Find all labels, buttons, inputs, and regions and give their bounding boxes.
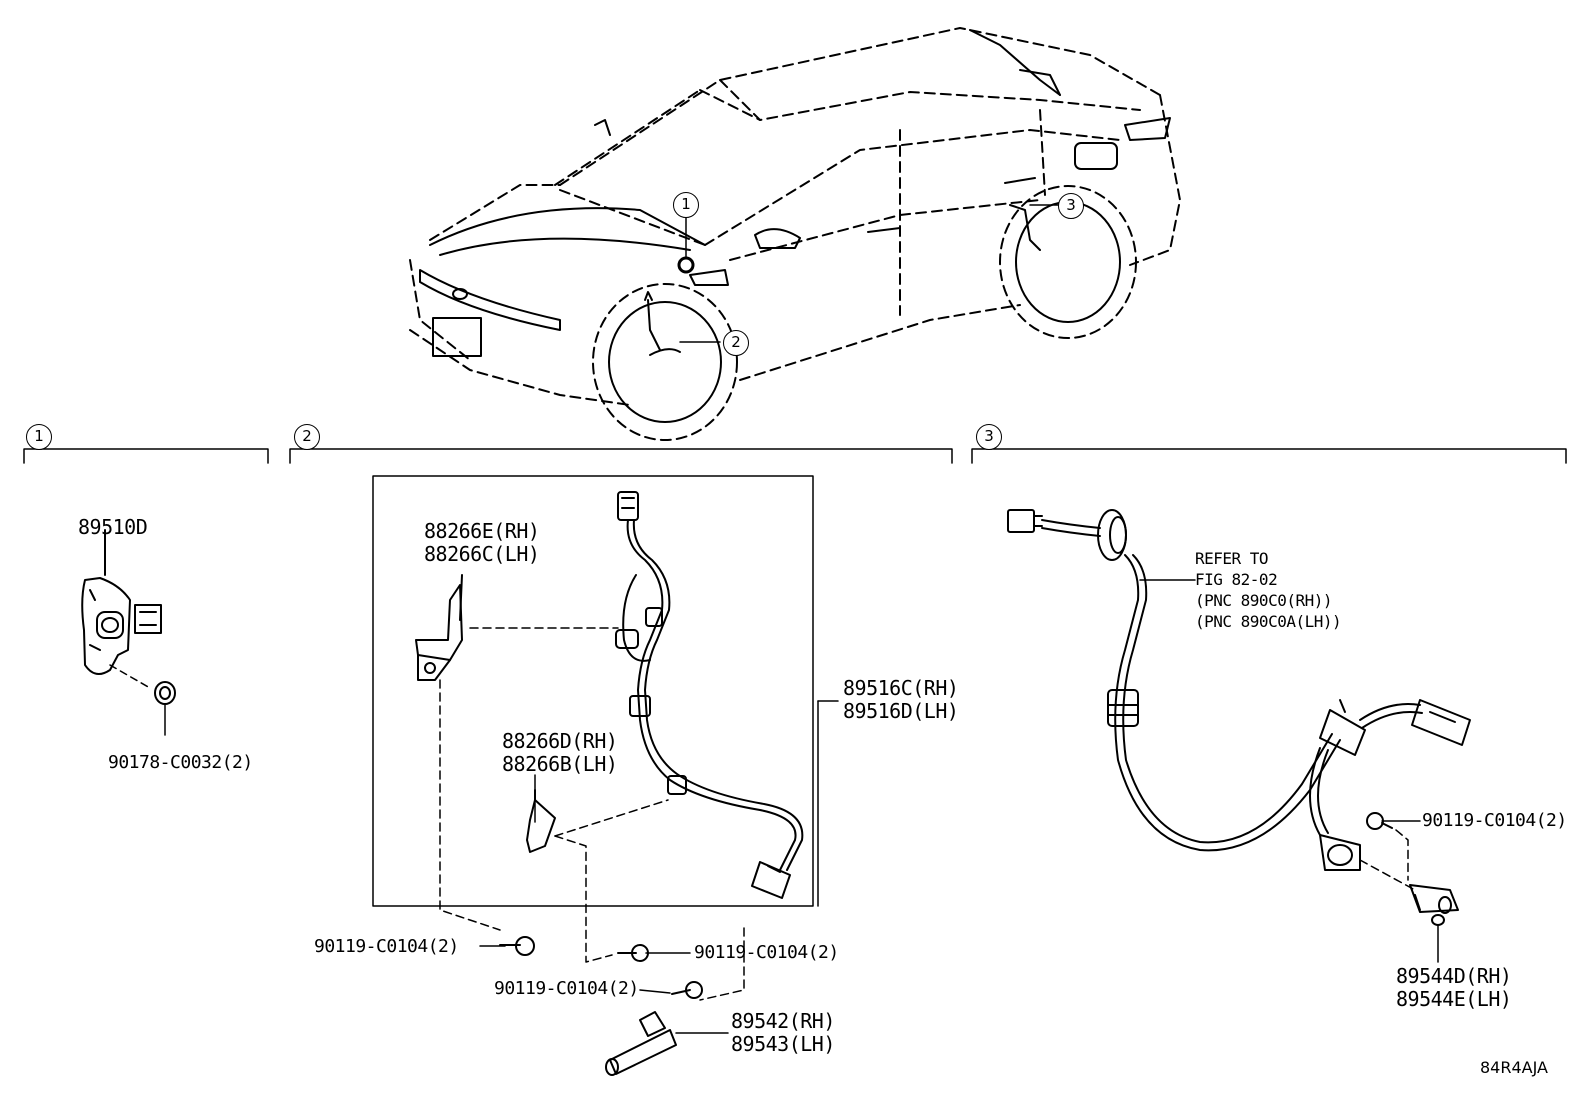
- part-88266d-rh: 88266D(RH): [502, 729, 618, 753]
- part-89544d-rh: 89544D(RH): [1396, 964, 1512, 988]
- part-89542-rh: 89542(RH): [731, 1009, 835, 1033]
- part-89510d: 89510D: [78, 515, 148, 539]
- part-89516c-rh: 89516C(RH): [843, 676, 959, 700]
- callout-2: 2: [723, 330, 749, 356]
- refer-line-4: (PNC 890C0A(LH)): [1195, 612, 1342, 631]
- car-details: [419, 29, 1171, 357]
- part-89544e-lh: 89544E(LH): [1396, 987, 1512, 1011]
- part-90119-c0104-c: 90119-C0104(2): [494, 978, 639, 999]
- part-88266b-lh: 88266B(LH): [502, 752, 618, 776]
- refer-line-2: FIG 82-02: [1195, 570, 1278, 589]
- callout-1: 1: [673, 192, 699, 218]
- section-brackets: [23, 448, 1567, 464]
- sensor-89510d-drawing: [81, 529, 176, 736]
- callout-3: 3: [1058, 193, 1084, 219]
- rear-wheel: [999, 185, 1137, 339]
- section3-solid-leaders: [1139, 579, 1439, 963]
- car-outline: [409, 27, 1181, 406]
- section-3-number: 3: [976, 424, 1002, 450]
- part-90119-c0104-d: 90119-C0104(2): [1422, 810, 1567, 831]
- section-1-number: 1: [26, 424, 52, 450]
- section2-dashed-leaders: [439, 627, 745, 1001]
- section-2-number: 2: [294, 424, 320, 450]
- part-88266c-lh: 88266C(LH): [424, 542, 540, 566]
- part-89543-lh: 89543(LH): [731, 1032, 835, 1056]
- part-89516d-lh: 89516D(LH): [843, 699, 959, 723]
- front-wheel: [592, 283, 738, 441]
- figure-code: 84R4AJA: [1480, 1058, 1548, 1077]
- part-90119-c0104-b: 90119-C0104(2): [694, 942, 839, 963]
- part-90178-c0032: 90178-C0032(2): [108, 752, 253, 773]
- callout-leaders: [677, 204, 1061, 343]
- part-90119-c0104-a: 90119-C0104(2): [314, 936, 459, 957]
- part-88266e-rh: 88266E(RH): [424, 519, 540, 543]
- section3-dashed-leaders: [1359, 829, 1416, 891]
- rear-sensor-drawing: [1007, 509, 1471, 926]
- refer-line-3: (PNC 890C0(RH)): [1195, 591, 1333, 610]
- section2-solid-leaders: [479, 700, 839, 1034]
- section2-frame: [372, 475, 814, 907]
- refer-line-1: REFER TO: [1195, 549, 1269, 568]
